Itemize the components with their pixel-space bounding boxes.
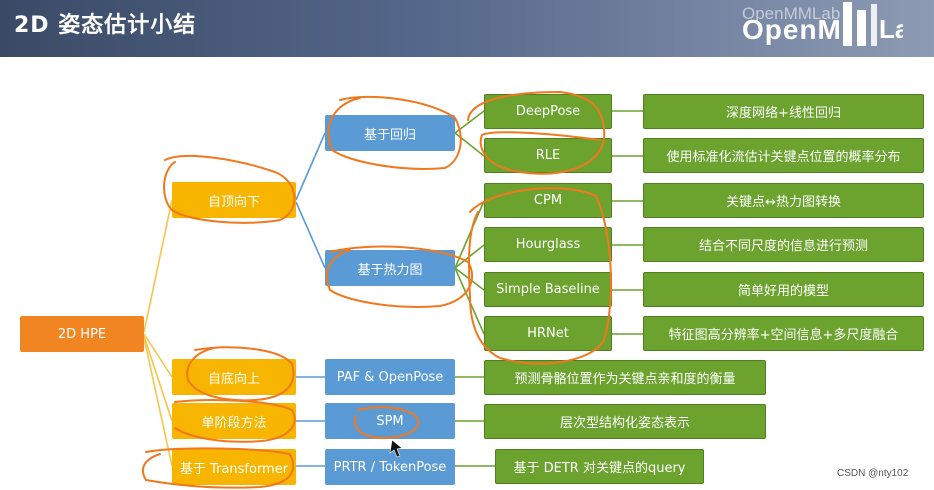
method-node-hourglass: Hourglass [484,227,612,262]
connector-root-topdown [143,199,173,333]
connector-root-singlestage [143,335,173,422]
logo-text: OpenM [742,14,842,45]
connector-topdown-regression [295,132,326,201]
desc-node-spm: 层次型结构化姿态表示 [484,404,766,439]
watermark: CSDN @nty102 [837,468,909,479]
connector-regression-deeppose [454,110,485,134]
method-node-simple-baseline: Simple Baseline [484,272,612,307]
desc-node-simple-baseline: 简单好用的模型 [643,272,924,307]
connector-heatmap-hrnet [454,267,485,335]
desc-node-rle: 使用标准化流估计关键点位置的概率分布 [643,138,924,173]
node-heatmap: 基于热力图 [325,250,455,286]
logo-mark-icon: Lab [843,2,903,46]
node-bottom-up: 自底向上 [172,359,296,395]
method-node-rle: RLE [484,138,612,173]
desc-node-cpm: 关键点↔热力图转换 [643,183,924,218]
header-bar: 2D 姿态估计小结 OpenMMLab OpenM Lab [0,0,934,57]
svg-text:Lab: Lab [879,14,903,44]
node-transformer: 基于 Transformer [172,449,296,485]
method-node-deeppose: DeepPose [484,94,612,129]
node-regression: 基于回归 [325,115,455,151]
node-paf: PAF & OpenPose [325,359,455,395]
node-top-down: 自顶向下 [172,182,296,218]
desc-node-prtr: 基于 DETR 对关键点的query [495,449,704,484]
desc-node-hrnet: 特征图高分辨率+空间信息+多尺度融合 [643,316,924,351]
node-spm: SPM [325,403,455,439]
method-node-hrnet: HRNet [484,316,612,351]
root-node: 2D HPE [20,316,144,352]
connector-heatmap-cpm [454,200,485,269]
node-prtr: PRTR / TokenPose [325,449,455,485]
node-single-stage: 单阶段方法 [172,403,296,439]
method-node-cpm: CPM [484,183,612,218]
connector-regression-rle [454,132,485,157]
logo-ghost-text: OpenMMLab [742,4,841,23]
desc-node-deeppose: 深度网络+线性回归 [643,94,924,129]
connector-topdown-heatmap [295,201,326,269]
desc-node-paf: 预测骨骼位置作为关键点亲和度的衡量 [484,360,766,395]
desc-node-hourglass: 结合不同尺度的信息进行预测 [643,227,924,262]
page-title: 2D 姿态估计小结 [14,13,197,38]
connector-root-bottomup [143,333,173,378]
connector-root-transformer [143,337,173,467]
